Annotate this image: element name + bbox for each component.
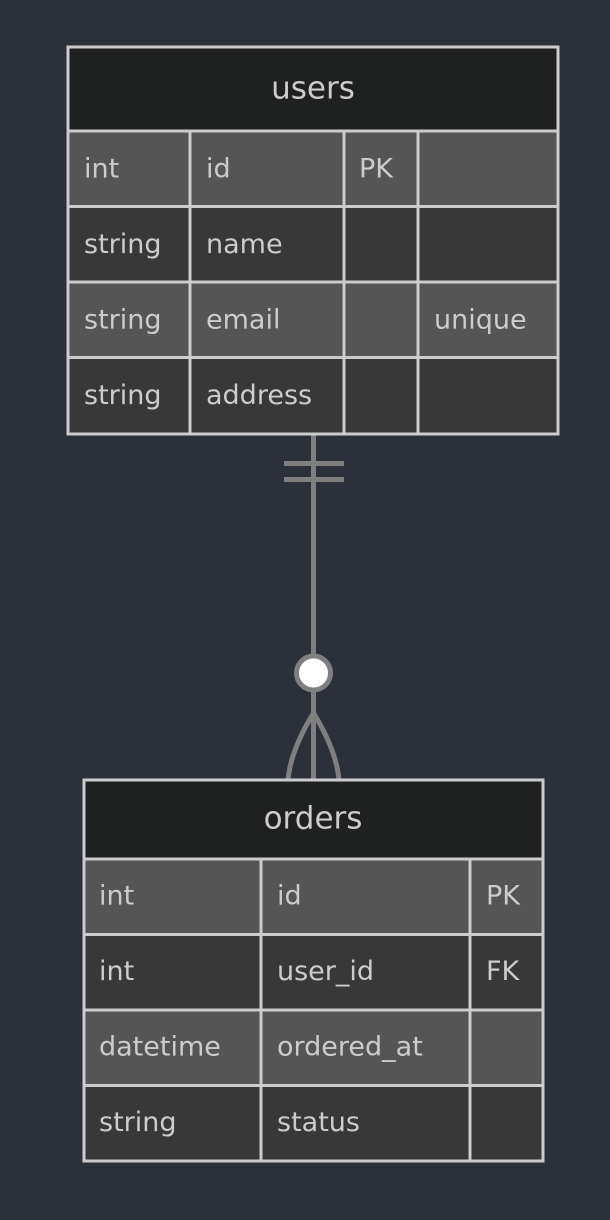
attr-type: string: [84, 229, 162, 260]
cardinality-zero-or-many-marker: [285, 653, 342, 781]
attr-name: id: [206, 154, 231, 185]
attr-name: status: [277, 1107, 360, 1138]
entity-users-border: [66, 45, 560, 436]
attr-key: PK: [486, 881, 521, 912]
entity-orders-row-bg-1: [84, 934, 543, 1010]
entity-users-row-bg-2: [68, 282, 558, 358]
entity-users-row-bg-0: [68, 131, 558, 207]
crows-foot-icon: [285, 711, 342, 781]
entity-orders-grid: [84, 857, 543, 1161]
attr-type: int: [99, 956, 134, 987]
entity-orders-header-bg: [84, 780, 543, 859]
attr-name: ordered_at: [277, 1032, 423, 1063]
entity-orders[interactable]: orders int id PK int user_id FK datetime…: [82, 778, 545, 1163]
entity-orders-row-bg-0: [84, 859, 543, 935]
entity-users[interactable]: users int id PK string name string email…: [66, 45, 560, 436]
attr-type: int: [84, 154, 119, 185]
entity-orders-border: [82, 778, 545, 1163]
attr-name: id: [277, 881, 302, 912]
cardinality-exactly-one-marker: [284, 461, 344, 482]
entity-users-row[interactable]: string name: [84, 229, 283, 260]
attr-name: user_id: [277, 956, 374, 987]
entity-orders-row-bg-3: [84, 1085, 543, 1161]
entity-users-grid: [68, 129, 558, 434]
entity-orders-title: orders: [264, 801, 363, 837]
attr-name: email: [206, 305, 280, 336]
entity-orders-row-bg-2: [84, 1010, 543, 1086]
attr-type: string: [99, 1107, 177, 1138]
relationship-users-orders[interactable]: [284, 434, 344, 781]
entity-orders-row[interactable]: int id PK: [99, 881, 521, 912]
entity-users-row[interactable]: string email unique: [84, 305, 527, 336]
attr-type: int: [99, 881, 134, 912]
entity-users-row[interactable]: int id PK: [84, 154, 394, 185]
attr-comment: unique: [434, 305, 527, 336]
attr-key: FK: [486, 956, 521, 987]
attr-type: string: [84, 380, 162, 411]
entity-orders-row[interactable]: datetime ordered_at: [99, 1032, 423, 1063]
attr-key: PK: [359, 154, 394, 185]
entity-users-row-bg-3: [68, 357, 558, 434]
entity-orders-row[interactable]: int user_id FK: [99, 956, 521, 987]
zero-circle-icon: [294, 653, 333, 693]
entity-users-title: users: [271, 71, 355, 107]
attr-type: string: [84, 305, 162, 336]
attr-type: datetime: [99, 1032, 221, 1063]
entity-orders-row[interactable]: string status: [99, 1107, 360, 1138]
entity-users-row-bg-1: [68, 206, 558, 282]
attr-name: address: [206, 380, 312, 411]
entity-users-row[interactable]: string address: [84, 380, 312, 411]
attr-name: name: [206, 229, 283, 260]
entity-users-header-bg: [68, 47, 558, 131]
